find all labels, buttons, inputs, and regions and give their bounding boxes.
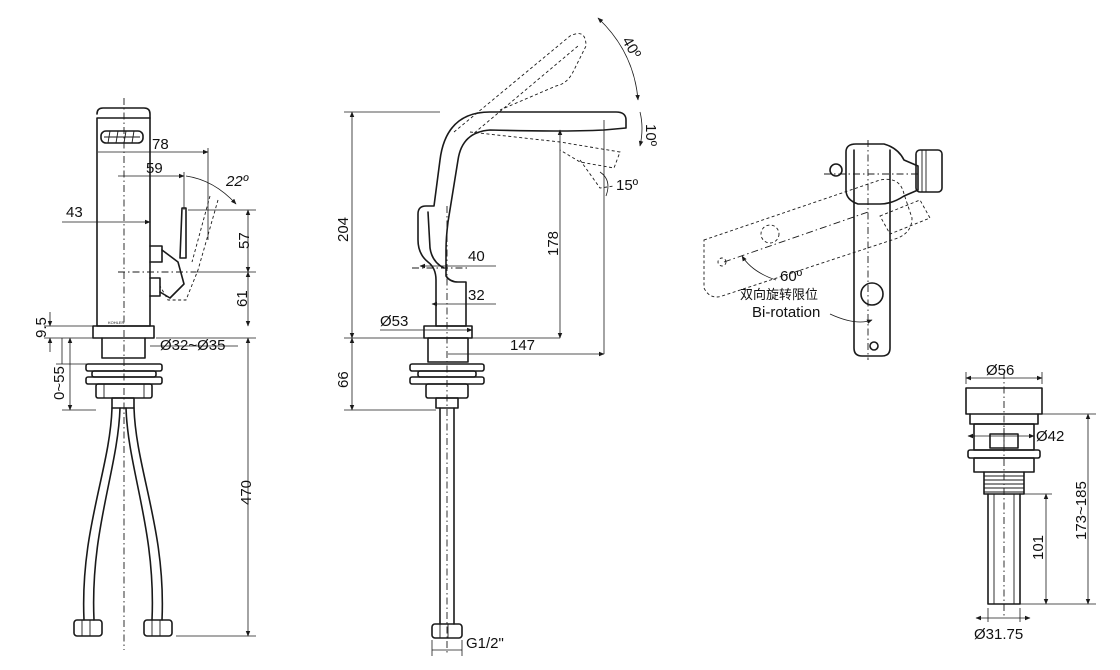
top-lever-plate <box>853 149 891 357</box>
dim-204: 204 <box>335 217 352 242</box>
dim-15deg: 15º <box>616 177 639 194</box>
dim-thread: G1/2" <box>466 635 504 652</box>
label-en: Bi-rotation <box>752 304 820 321</box>
dim-40: 40 <box>468 248 485 265</box>
dim-9-5: 9.5 <box>33 317 50 338</box>
front-hose-left <box>82 407 113 621</box>
dim-32: 32 <box>468 287 485 304</box>
dim-53: Ø53 <box>380 313 408 330</box>
dim-66: 66 <box>335 371 352 388</box>
dim-43: 43 <box>66 204 83 221</box>
front-hose-right <box>125 407 154 621</box>
dim-59: 59 <box>146 160 163 177</box>
dim-40deg: 40º <box>618 34 644 62</box>
dim-78: 78 <box>152 136 169 153</box>
dim-470: 470 <box>238 480 255 505</box>
dim-10deg: 10º <box>642 124 659 147</box>
dim-61: 61 <box>234 290 251 307</box>
dim-31-75: Ø31.75 <box>974 626 1023 643</box>
label-cn: 双向旋转限位 <box>740 287 818 303</box>
front-view: KOHLER 78 59 22º 43 <box>33 98 256 650</box>
dim-56: Ø56 <box>986 362 1014 379</box>
top-view: 60º 双向旋转限位 Bi-rotation <box>703 140 943 360</box>
dim-22deg: 22º <box>225 173 250 190</box>
dim-57: 57 <box>236 232 253 249</box>
dim-60deg: 60º <box>780 268 803 285</box>
dim-42: Ø42 <box>1036 428 1064 445</box>
front-aerator <box>100 130 144 144</box>
dim-hole: Ø32~Ø35 <box>160 337 225 354</box>
dim-101: 101 <box>1030 535 1047 560</box>
dim-147: 147 <box>510 337 535 354</box>
side-view: 204 40º 10º 15º 178 40 32 Ø53 147 66 G1/… <box>335 17 659 656</box>
brand-mark: KOHLER <box>108 320 125 325</box>
dim-0-55: 0~55 <box>51 366 68 400</box>
dim-173-185: 173~185 <box>1073 481 1090 540</box>
side-spout <box>417 111 627 327</box>
drain-view: Ø56 Ø42 173~185 101 Ø31.75 <box>965 362 1096 643</box>
dim-178: 178 <box>545 231 562 256</box>
front-lever <box>149 245 163 263</box>
